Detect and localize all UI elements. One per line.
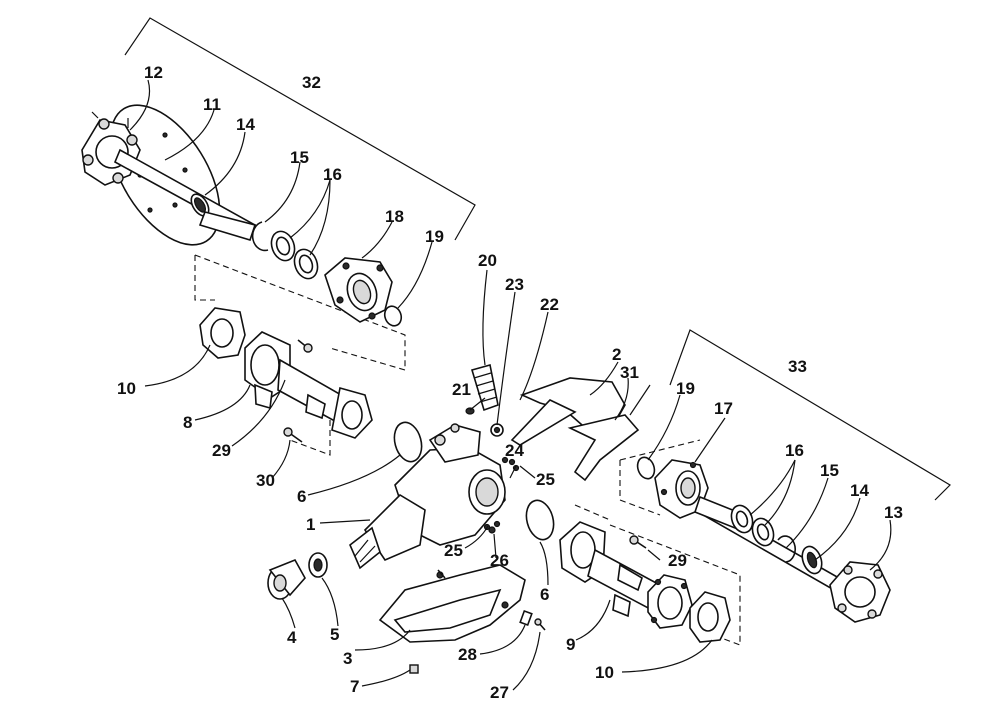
vent-clamp-21: [465, 407, 475, 415]
callout-18: 18: [385, 207, 404, 226]
callout-11: 11: [203, 95, 221, 114]
right-axle-tube: [559, 521, 661, 618]
callout-6-right: 6: [540, 585, 549, 604]
left-axle-shaft: [113, 148, 257, 241]
callout-25-right: 25: [536, 470, 555, 489]
right-gasket: [689, 591, 731, 643]
callout-2: 2: [612, 345, 621, 364]
right-bearing-2: [751, 517, 775, 547]
assembly-bracket-33: [669, 329, 951, 501]
left-gasket: [199, 307, 246, 359]
bolt-27: [534, 618, 546, 631]
pin-28: [519, 609, 533, 627]
callout-12: 12: [144, 63, 163, 82]
callout-9: 9: [566, 635, 575, 654]
callout-10-left: 10: [117, 379, 136, 398]
differential-housing: [349, 423, 506, 570]
callout-8: 8: [183, 413, 192, 432]
callout-29-right: 29: [668, 551, 687, 570]
callout-24: 24: [505, 441, 524, 460]
leader-lines: [129, 79, 892, 691]
plug-24: [508, 458, 516, 466]
callout-4: 4: [287, 628, 297, 647]
right-flange: [647, 574, 693, 629]
left-o-ring: [393, 421, 423, 463]
callout-33: 33: [788, 357, 807, 376]
bolt-29-left: [297, 339, 313, 353]
callout-30: 30: [256, 471, 275, 490]
callout-19-right: 19: [676, 379, 695, 398]
right-snap-ring: [777, 535, 796, 563]
callout-3: 3: [343, 649, 352, 668]
mount-bracket-31: [567, 414, 640, 482]
callout-27: 27: [490, 683, 509, 702]
callout-16-right: 16: [785, 441, 804, 460]
pinion-seal-5: [308, 552, 328, 578]
callout-16-left: 16: [323, 165, 342, 184]
left-bearing-outer: [270, 230, 296, 262]
right-wheel-hub: [829, 561, 891, 623]
callout-25-left: 25: [444, 541, 463, 560]
callout-26: 26: [490, 551, 509, 570]
right-seal-ring-19: [636, 456, 656, 480]
vent-fitting-23: [490, 423, 504, 437]
callout-20: 20: [478, 251, 497, 270]
plug-7: [409, 664, 419, 674]
right-bearing-1: [730, 504, 754, 534]
callout-15-left: 15: [290, 148, 309, 167]
callout-13: 13: [884, 503, 903, 522]
left-snap-ring: [251, 221, 269, 252]
callout-32: 32: [302, 73, 321, 92]
bolt-29-right: [629, 535, 647, 549]
callout-31: 31: [620, 363, 639, 382]
callout-29-left: 29: [212, 441, 231, 460]
right-hub-seal: [801, 545, 823, 575]
left-bearing-housing: [324, 257, 393, 323]
right-o-ring: [525, 499, 555, 541]
left-seal-ring-19: [383, 305, 403, 327]
pinion-flange-4: [267, 558, 306, 600]
callout-23: 23: [505, 275, 524, 294]
callout-6-left: 6: [297, 487, 306, 506]
callout-15-right: 15: [820, 461, 839, 480]
callout-19-left: 19: [425, 227, 444, 246]
skid-plate: [378, 564, 526, 643]
assembly-bracket-32: [124, 17, 476, 241]
callout-10-right: 10: [595, 663, 614, 682]
callout-1: 1: [306, 515, 315, 534]
callout-14-left: 14: [236, 115, 255, 134]
callout-7: 7: [350, 677, 359, 696]
callout-5: 5: [330, 625, 339, 644]
callout-28: 28: [458, 645, 477, 664]
left-bearing-inner: [293, 248, 319, 280]
bolt-30: [283, 427, 303, 443]
callout-17: 17: [714, 399, 733, 418]
plug-26: [488, 526, 496, 534]
callout-14-right: 14: [850, 481, 869, 500]
callout-labels: 32 12 11 14 15 16 18 19 20 23 22 2 31 21…: [117, 63, 903, 702]
callout-22: 22: [540, 295, 559, 314]
left-wheel-hub: [81, 111, 141, 186]
vent-hose: [470, 363, 499, 412]
callout-21: 21: [452, 380, 471, 399]
